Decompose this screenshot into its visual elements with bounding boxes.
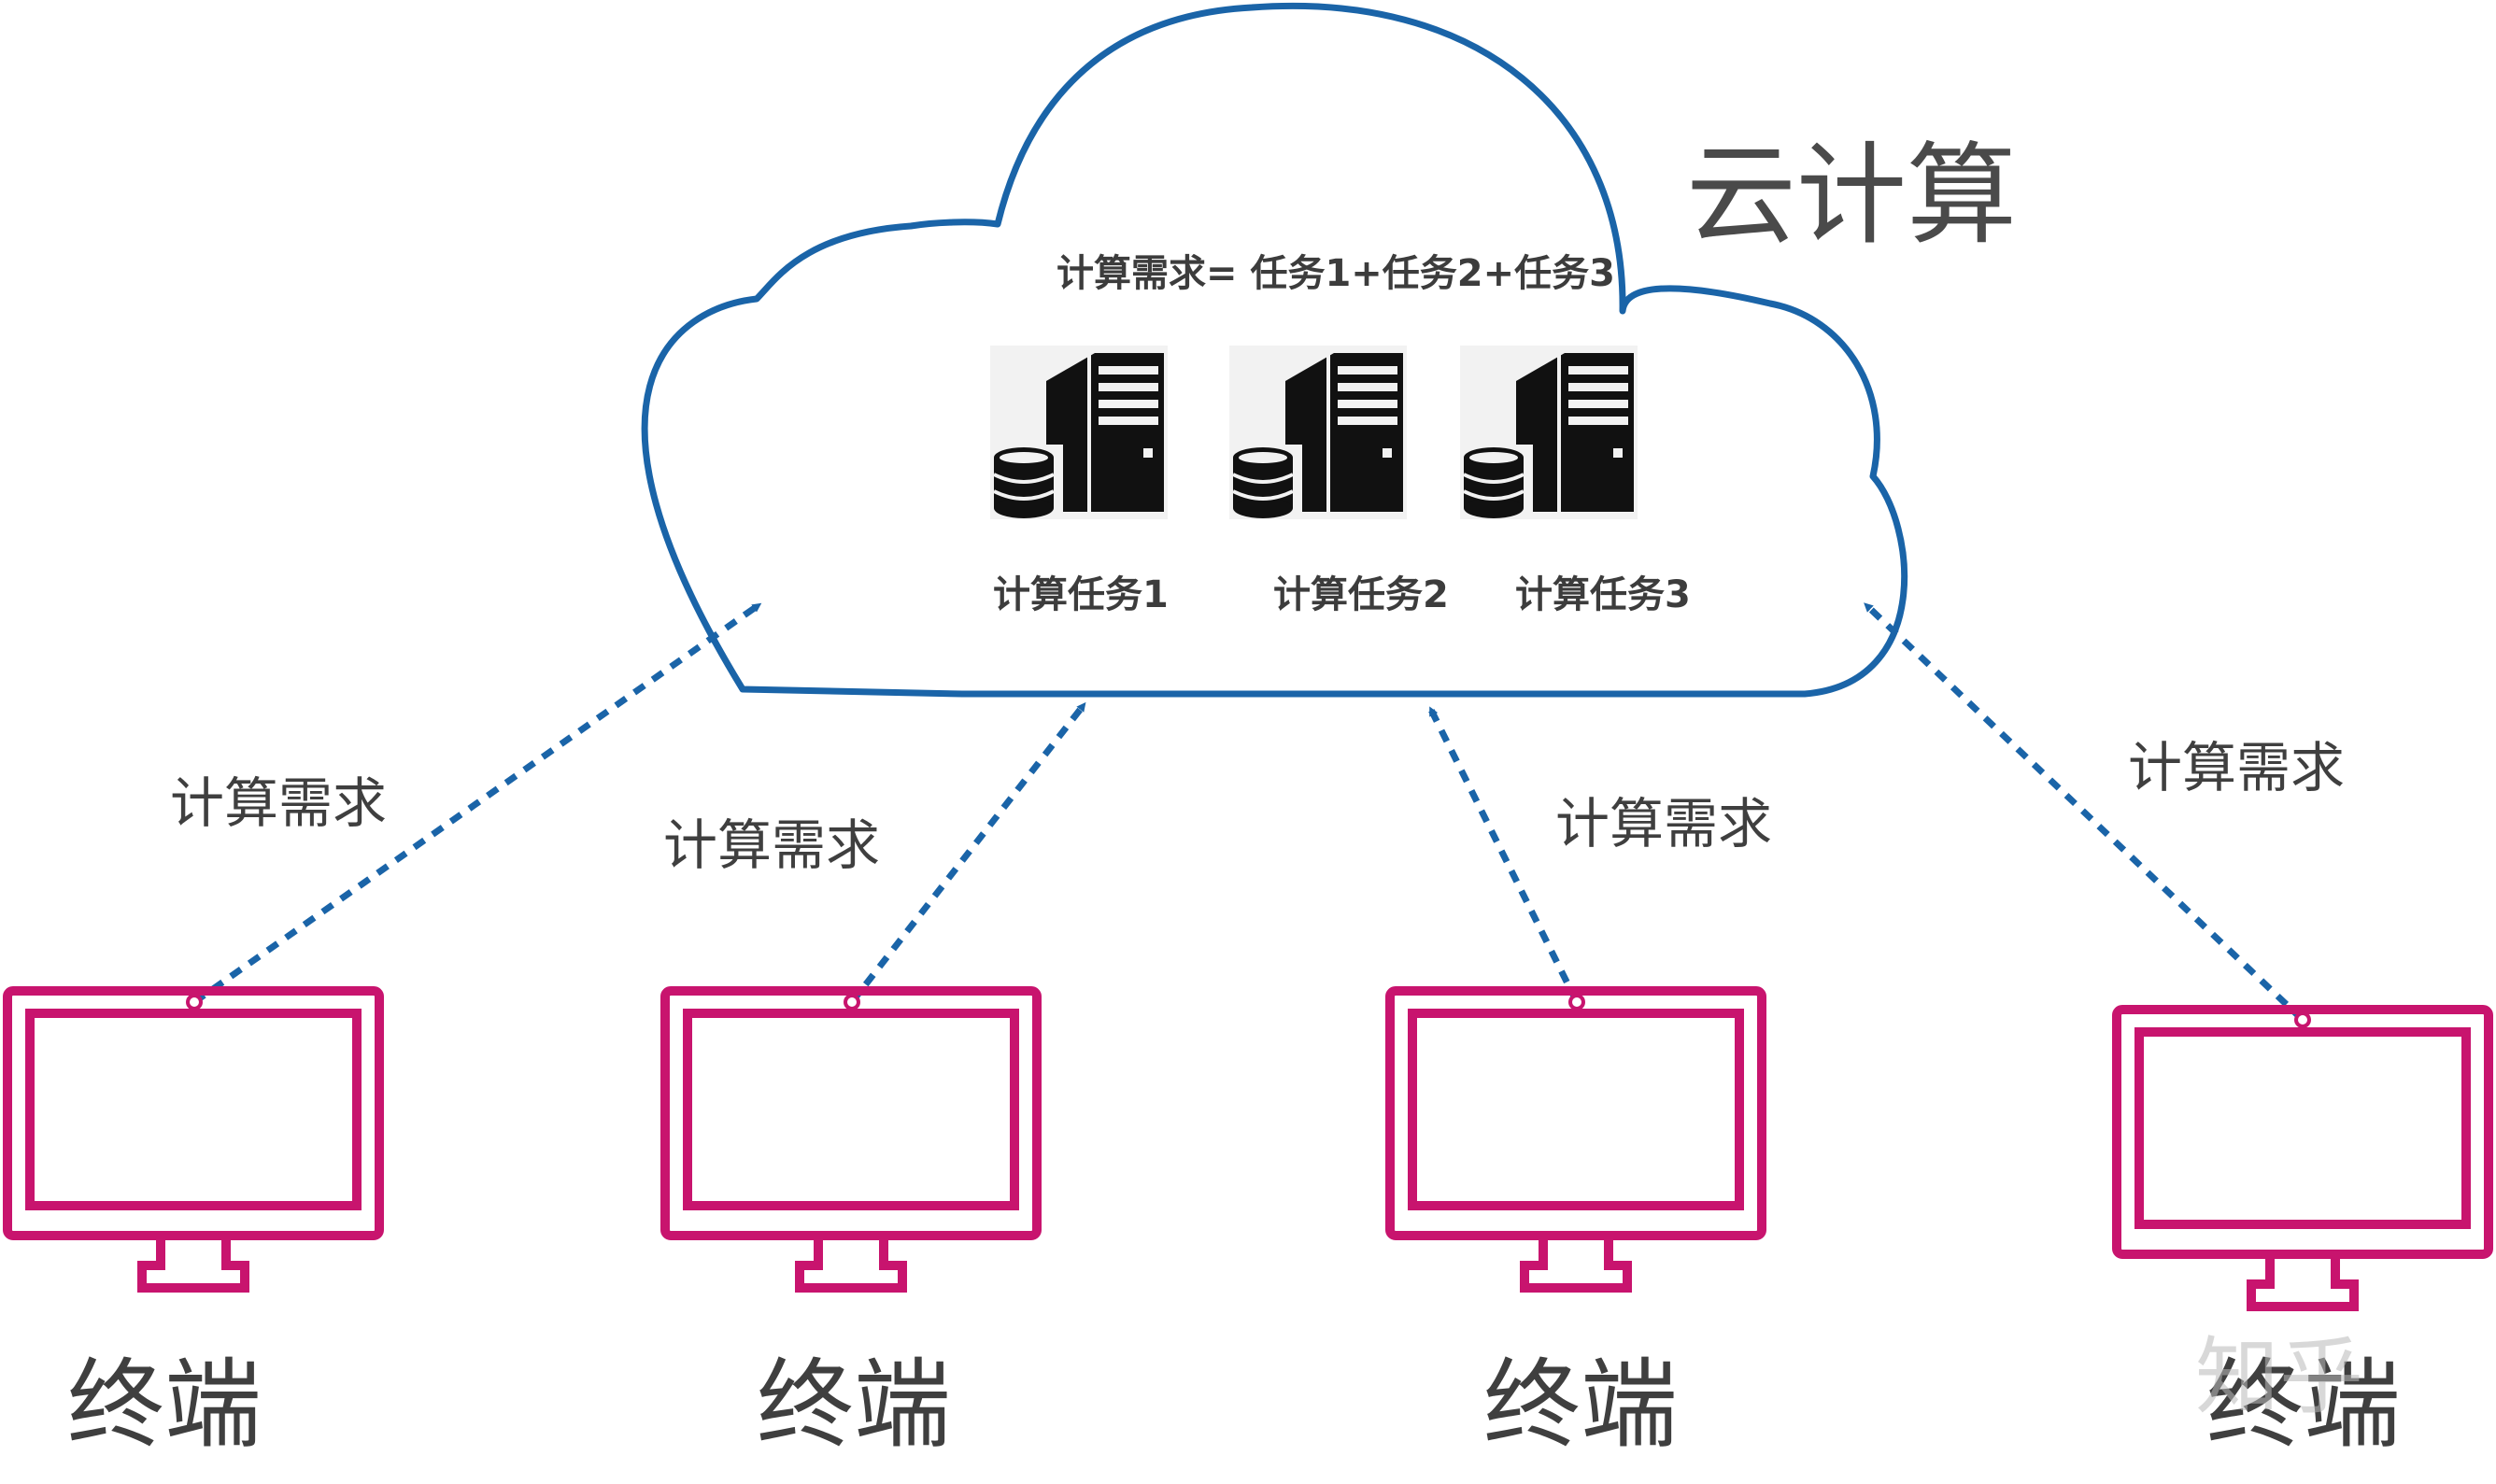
task-label-2: 计算任务2 <box>1273 573 1449 616</box>
monitor-icon <box>665 991 1037 1288</box>
cloud-title: 云计算 <box>1686 131 2017 260</box>
terminal-label-1: 终端 <box>67 1348 262 1462</box>
compute-formula: 计算需求= 任务1+任务2+任务3 <box>1057 252 1615 295</box>
connection-dot <box>1568 994 1585 1011</box>
task-label-3: 计算任务3 <box>1515 573 1691 616</box>
request-arrow-3 <box>1427 706 1581 1004</box>
request-label-4: 计算需求 <box>2128 736 2345 799</box>
request-label-2: 计算需求 <box>663 813 880 877</box>
monitor-icon <box>2117 1010 2489 1307</box>
connection-dot <box>186 994 203 1011</box>
monitor-icon <box>7 991 379 1288</box>
request-label-3: 计算需求 <box>1555 792 1772 855</box>
terminal-label-3: 终端 <box>1483 1348 1678 1462</box>
watermark-logo: 知乎 <box>2195 1328 2363 1426</box>
connection-dot <box>844 994 860 1011</box>
request-arrow-2 <box>849 701 1086 1005</box>
terminal-label-4: 终端 <box>2206 1348 2401 1462</box>
server-database-icon <box>1460 346 1638 519</box>
request-arrow-4 <box>1864 602 2305 1023</box>
request-label-1: 计算需求 <box>170 771 387 835</box>
terminal-label-2: 终端 <box>757 1348 951 1462</box>
connection-dot <box>2294 1011 2311 1028</box>
server-database-icon <box>990 346 1168 519</box>
monitor-icon <box>1390 991 1762 1288</box>
server-database-icon <box>1229 346 1407 519</box>
request-arrow-1 <box>191 602 762 1005</box>
task-label-1: 计算任务1 <box>993 573 1169 616</box>
